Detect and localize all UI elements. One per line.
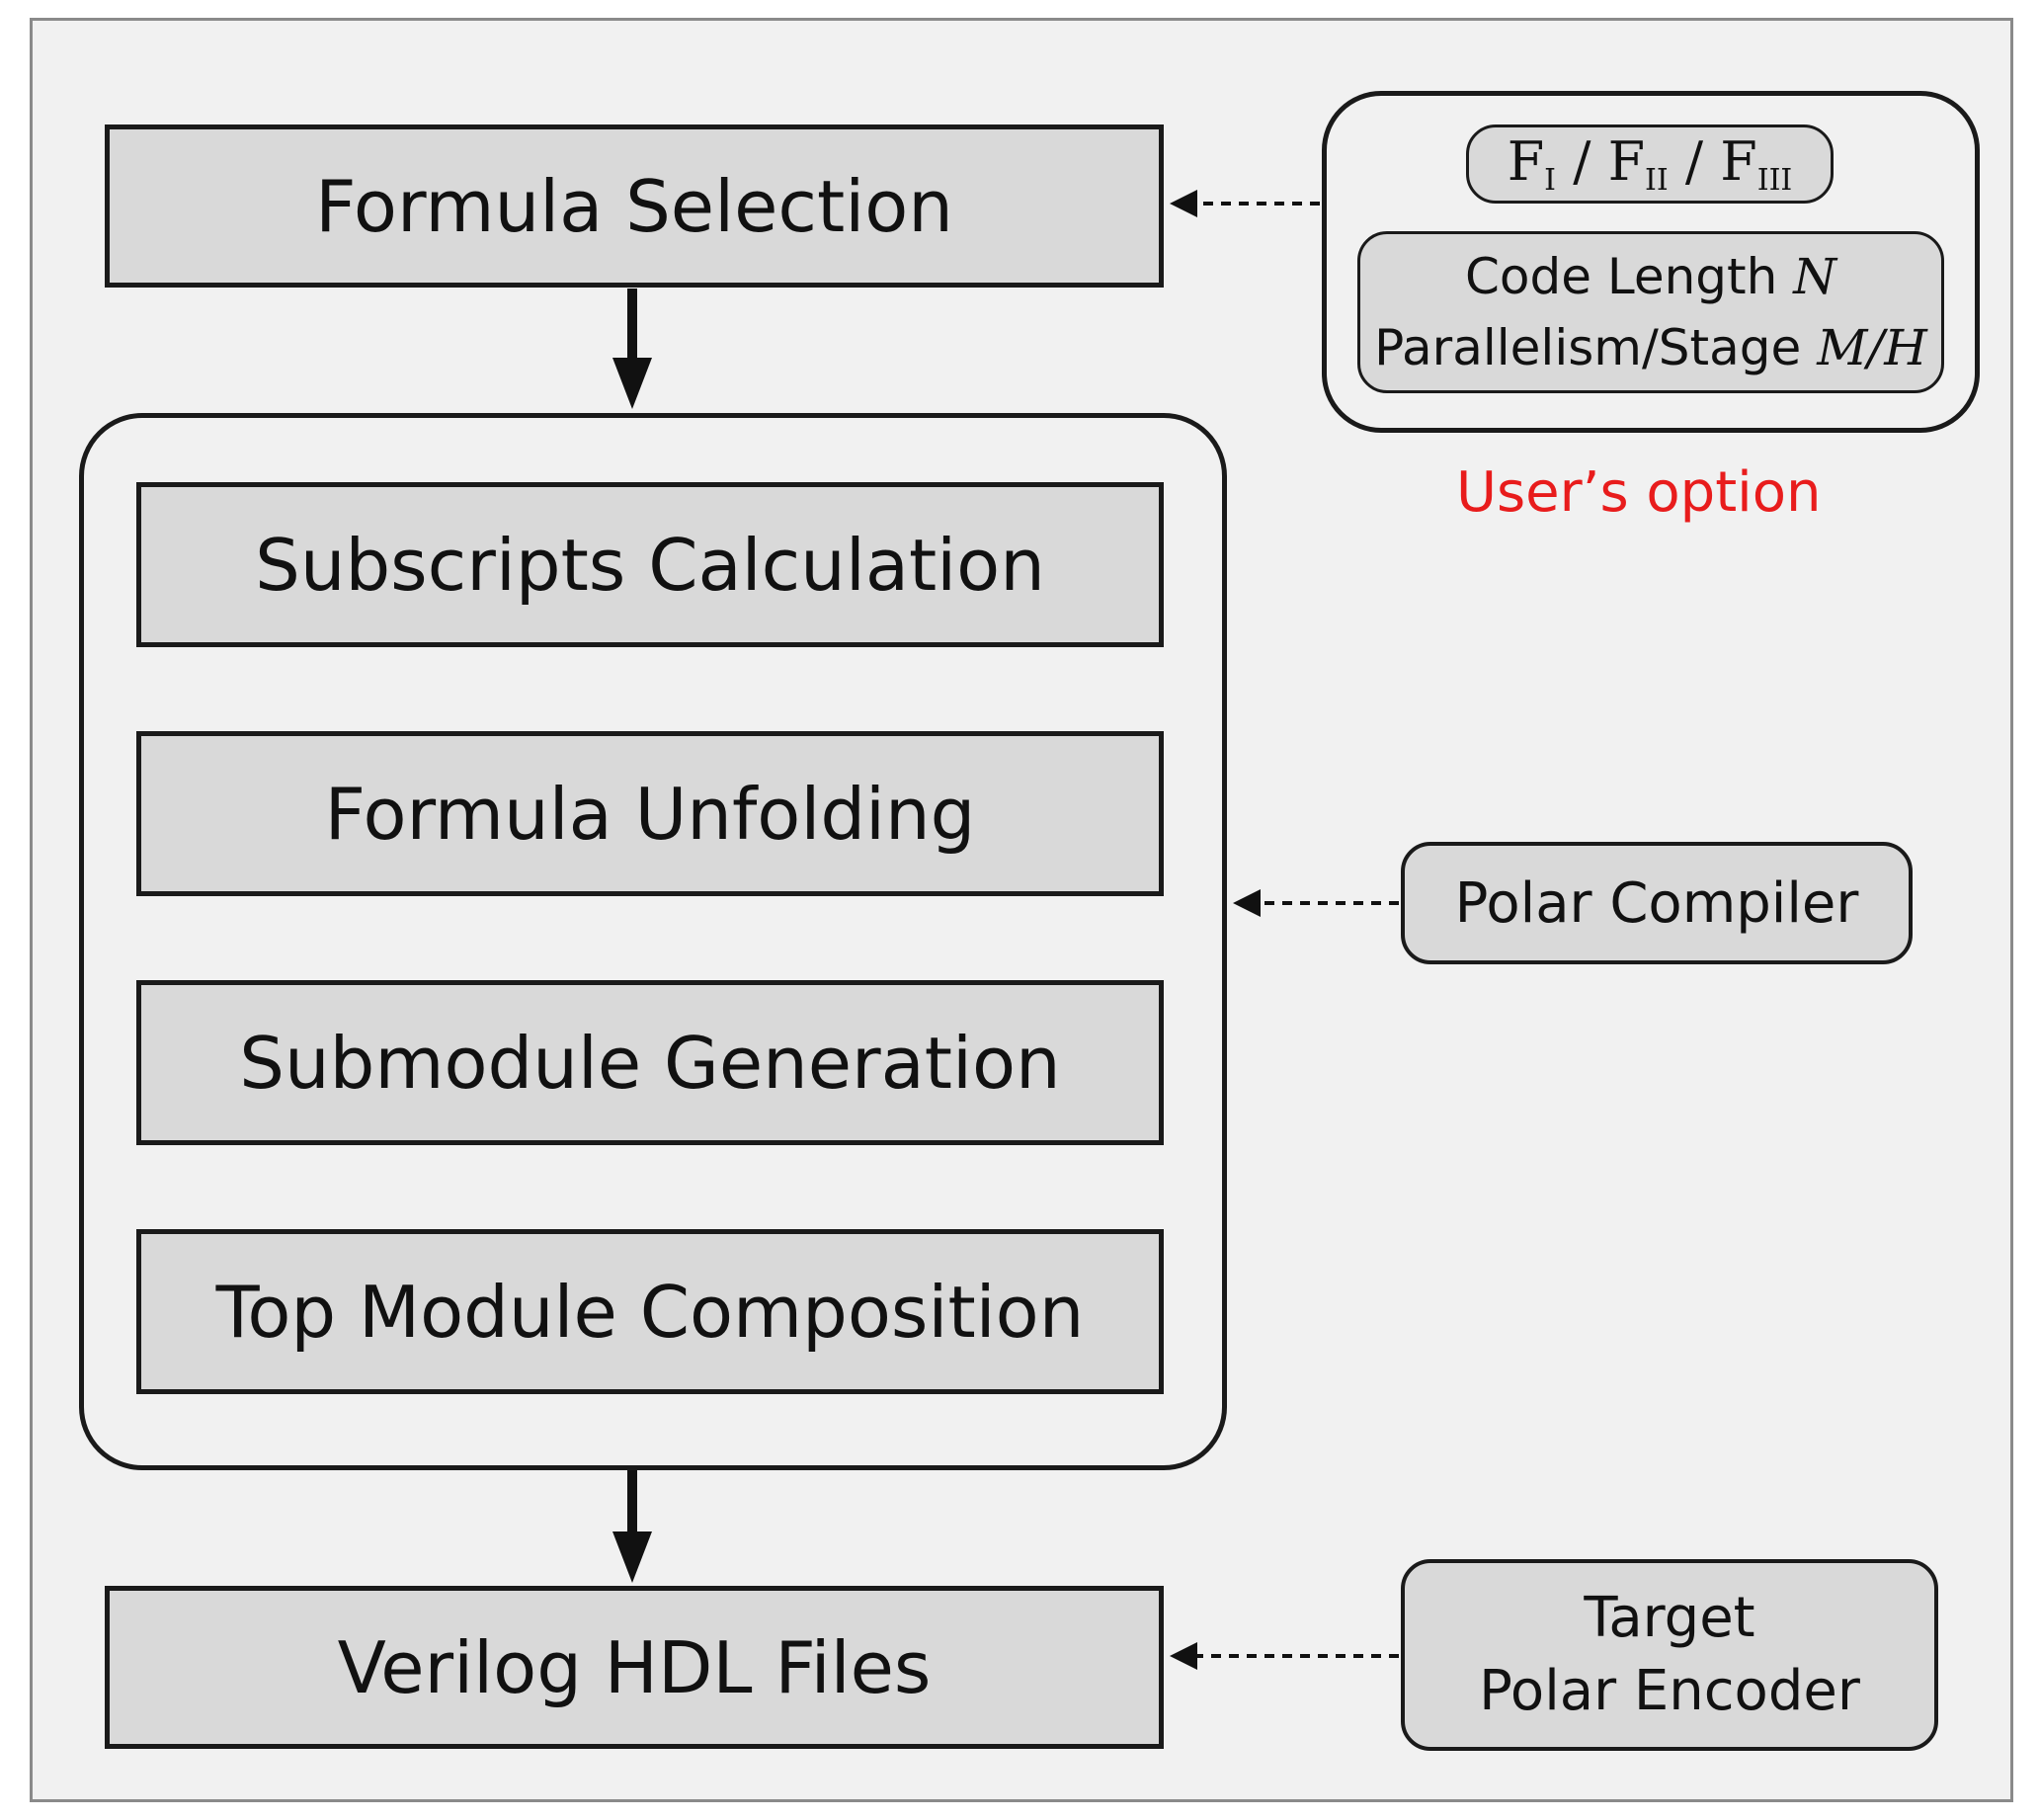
target-encoder-box: Target Polar Encoder (1401, 1559, 1938, 1751)
formula-choice-box: FI / FII / FIII (1466, 124, 1834, 204)
submodule-generation-label: Submodule Generation (239, 1021, 1061, 1105)
polar-compiler-box: Polar Compiler (1401, 842, 1913, 964)
compiler-stage-group (79, 413, 1227, 1470)
verilog-files-label: Verilog HDL Files (337, 1625, 932, 1709)
subscripts-calculation-label: Subscripts Calculation (255, 523, 1045, 607)
parameters-box: Code Length N Parallelism/Stage M/H (1357, 231, 1944, 393)
polar-compiler-label: Polar Compiler (1454, 870, 1859, 936)
dashed-arrowhead-compiler (1233, 889, 1261, 917)
formula-selection-box: Formula Selection (105, 124, 1164, 288)
top-module-composition-label: Top Module Composition (215, 1270, 1085, 1354)
submodule-generation-box: Submodule Generation (136, 980, 1164, 1145)
dashed-arrowhead-target (1170, 1642, 1197, 1670)
parameters-text: Code Length N Parallelism/Stage M/H (1374, 241, 1927, 383)
formula-choice-text: FI / FII / FIII (1507, 130, 1793, 198)
target-line-2: Polar Encoder (1479, 1659, 1860, 1723)
arrowhead-stages-to-verilog (612, 1531, 652, 1583)
parallelism-line: Parallelism/Stage M/H (1374, 319, 1927, 376)
formula-unfolding-box: Formula Unfolding (136, 731, 1164, 896)
user-option-group (1322, 91, 1980, 433)
user-option-caption: User’s option (1456, 460, 1822, 525)
target-encoder-text: Target Polar Encoder (1479, 1582, 1860, 1728)
formula-unfolding-label: Formula Unfolding (324, 772, 976, 856)
subscripts-calculation-box: Subscripts Calculation (136, 482, 1164, 647)
arrowhead-selection-to-stages (612, 358, 652, 409)
target-line-1: Target (1584, 1586, 1755, 1650)
top-module-composition-box: Top Module Composition (136, 1229, 1164, 1394)
verilog-files-box: Verilog HDL Files (105, 1586, 1164, 1749)
dashed-arrowhead-options (1170, 190, 1197, 217)
code-length-line: Code Length N (1464, 248, 1836, 305)
formula-selection-label: Formula Selection (315, 164, 953, 248)
